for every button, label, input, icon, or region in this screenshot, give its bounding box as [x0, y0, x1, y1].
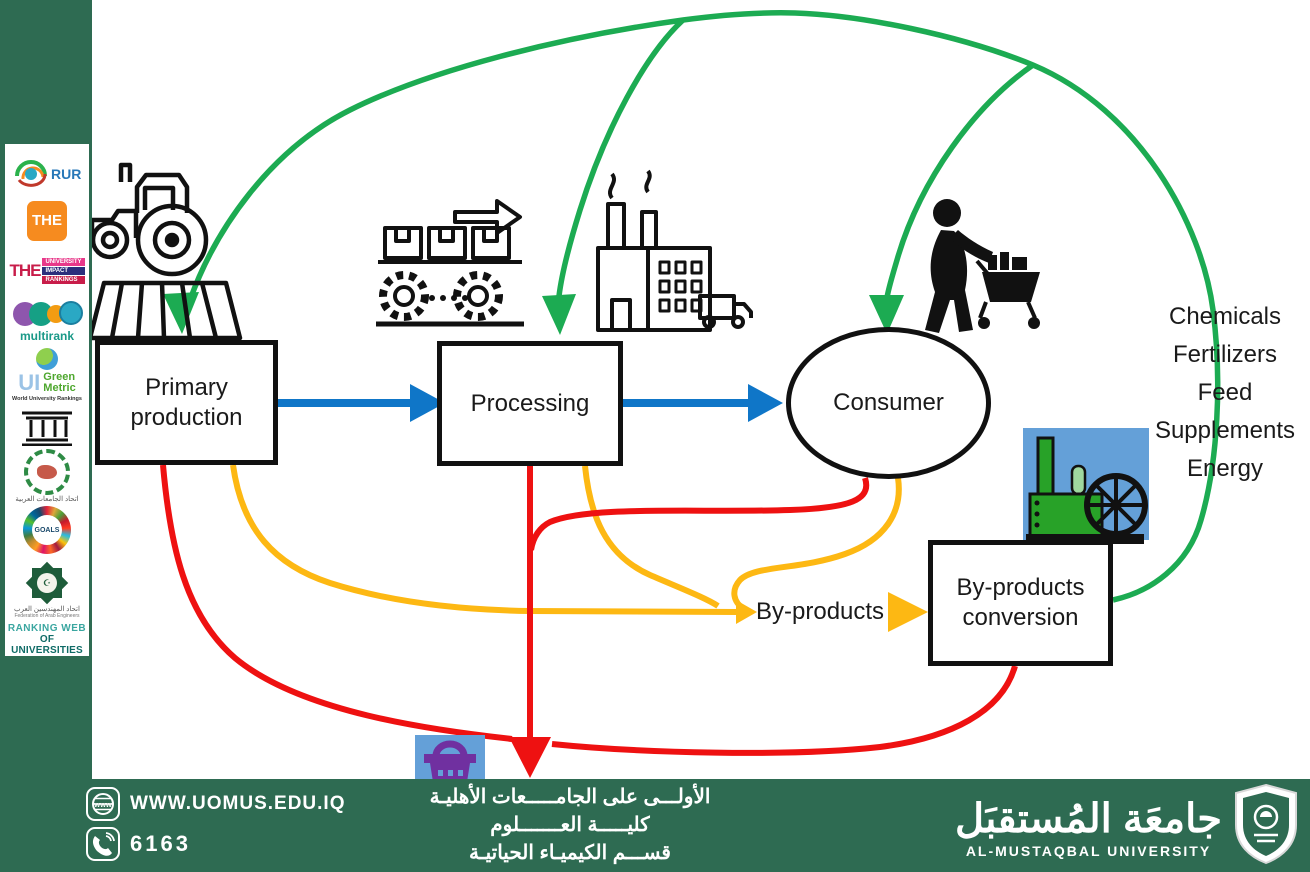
u-multirank-logo: multirank	[7, 295, 87, 346]
aau-wreath-icon	[24, 448, 70, 495]
multirank-circles-icon	[11, 299, 83, 329]
footer-band: www WWW.UOMUS.EDU.IQ 6163 الأولـــى على …	[0, 779, 1310, 872]
website-url: WWW.UOMUS.EDU.IQ	[130, 793, 346, 814]
waste-bin-icon	[415, 735, 485, 782]
waste-red-lines	[160, 464, 1018, 756]
webometrics-line1: RANKING WEB	[7, 622, 87, 634]
steam-engine-conversion-image	[1023, 428, 1149, 544]
fae-caption-en: Federation of Arab Engineers	[14, 613, 80, 620]
phone-icon	[86, 827, 120, 861]
greenmetric-subtitle: World University Rankings	[12, 396, 82, 403]
the-impact-wordmark: THE	[9, 260, 41, 280]
output-item: Supplements	[1154, 417, 1296, 444]
waste-red-arrowhead	[509, 737, 551, 778]
webometrics-logo: RANKING WEB OF UNIVERSITIES	[7, 623, 87, 656]
sdg-color-wheel-icon: GOALS	[23, 506, 71, 555]
the-impact-ranking-logo: THE UNIVERSITY IMPACT RANKINGS	[7, 246, 87, 295]
federation-arab-engineers-logo: ☪ اتحاد المهندسين العرب Federation of Ar…	[7, 558, 87, 623]
recycle-loop-arrowheads	[163, 292, 904, 335]
columns-building-icon	[22, 411, 72, 447]
sdg-center-label: GOALS	[32, 515, 62, 546]
main-flow-blue-arrows	[278, 384, 783, 422]
node-consumer-label: Consumer	[833, 389, 944, 416]
rankings-logo-panel: RUR THE THE UNIVERSITY IMPACT RANKINGS	[5, 144, 89, 656]
phone-number: 6163	[130, 831, 191, 856]
ui-greenmetric-logo: UI Green Metric World University Ranking…	[7, 346, 87, 405]
university-name-english: AL-MUSTAQBAL UNIVERSITY	[965, 842, 1212, 859]
output-item: Energy	[1186, 455, 1264, 482]
arab-universities-union-logo: اتحاد الجامعات العربية	[7, 448, 87, 503]
byproduct-yellow-arrowheads	[736, 592, 928, 632]
slogan-line-1: الأولـــى على الجامـــــعات الأهليـة	[429, 786, 711, 808]
the-ranking-logo: THE	[7, 195, 87, 246]
globe-www-icon: www	[86, 787, 120, 821]
node-processing-label: Processing	[470, 389, 590, 417]
node-processing: Processing	[437, 341, 623, 466]
fae-star-icon: ☪	[25, 561, 69, 605]
aau-caption: اتحاد الجامعات العربية	[15, 495, 79, 503]
rur-swirl-icon: RUR	[15, 159, 81, 187]
multirank-wordmark: multirank	[19, 328, 74, 343]
rur-ranking-logo: RUR	[7, 144, 87, 195]
recycle-loop-green-line	[183, 10, 1221, 603]
slogan-line-2: كليـــــة العـــــــلوم	[490, 814, 650, 836]
footer-university-block: جامعَة المُستقبَل AL-MUSTAQBAL UNIVERSIT…	[955, 783, 1302, 870]
footer-slogan-block: الأولـــى على الجامـــــعات الأهليـة كلي…	[400, 783, 740, 867]
rankings-sidebar: RUR THE THE UNIVERSITY IMPACT RANKINGS	[0, 0, 92, 782]
conveyor-processing-icon	[376, 199, 524, 327]
greenmetric-ui-wordmark: UI	[18, 370, 41, 396]
factory-icon	[596, 169, 753, 332]
node-consumer: Consumer	[786, 327, 991, 479]
the-logo-box: THE	[27, 200, 67, 241]
conversion-outputs-list: Chemicals Fertilizers Feed Supplements E…	[1140, 298, 1310, 488]
university-columns-logo	[7, 405, 87, 448]
footer-contact-block: www WWW.UOMUS.EDU.IQ 6163	[86, 787, 345, 867]
flow-diagram-canvas	[87, 10, 1221, 782]
sdg-goals-logo: GOALS	[7, 503, 87, 558]
svg-text:www: www	[93, 800, 112, 809]
node-byproducts-conversion-label: By-products conversion	[956, 574, 1085, 631]
website-row: www WWW.UOMUS.EDU.IQ	[86, 787, 345, 821]
output-item: Feed	[1197, 379, 1253, 406]
node-primary-production: Primary production	[95, 340, 278, 465]
shopper-cart-icon	[925, 199, 1040, 333]
university-shield-logo	[1230, 783, 1302, 870]
tractor-field-icon	[87, 162, 243, 341]
output-item: Chemicals	[1168, 303, 1282, 330]
output-item: Fertilizers	[1172, 341, 1277, 368]
byproducts-label: By-products	[756, 598, 885, 625]
phone-row: 6163	[86, 827, 345, 861]
webometrics-line2: OF UNIVERSITIES	[11, 633, 83, 656]
node-byproducts-conversion: By-products conversion	[928, 540, 1113, 666]
slogan-line-3: قســـم الكيميـاء الحياتيـة	[469, 842, 671, 864]
node-primary-production-label: Primary production	[130, 373, 243, 431]
byproduct-yellow-lines	[230, 464, 902, 615]
svg-text:RUR: RUR	[51, 166, 81, 182]
university-name-arabic: جامعَة المُستقبَل	[955, 796, 1222, 841]
fae-caption-ar: اتحاد المهندسين العرب	[14, 606, 80, 614]
greenmetric-globe-icon	[36, 348, 58, 371]
